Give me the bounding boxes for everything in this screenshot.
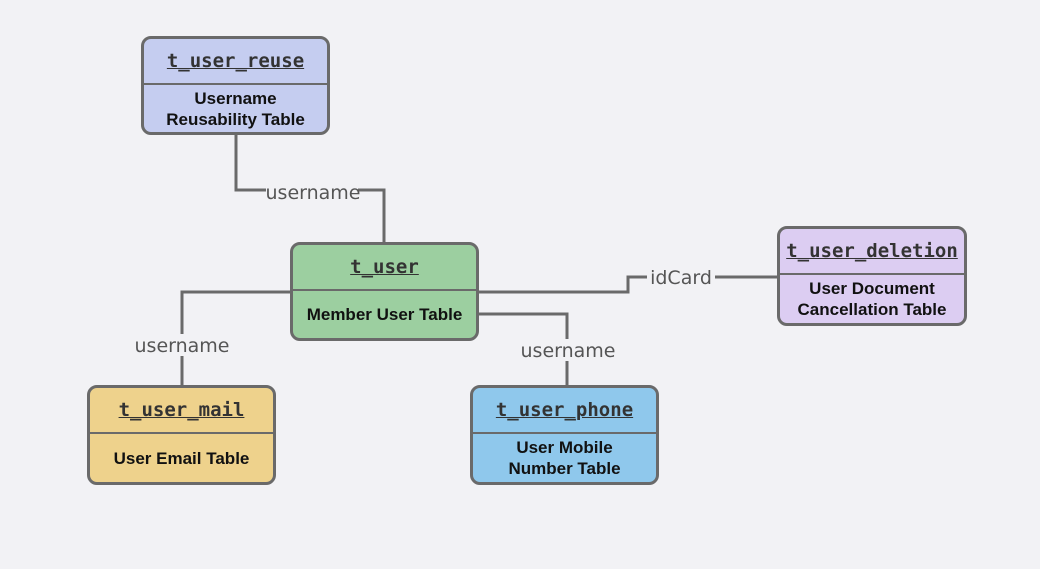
- node-description: Username Reusability Table: [166, 88, 305, 129]
- edge-label-deletion: idCard: [650, 267, 712, 289]
- node-description: User Document Cancellation Table: [797, 279, 947, 319]
- edge-user-deletion: [478, 275, 778, 294]
- node-title: t_user_deletion: [780, 229, 964, 275]
- edge-user-phone: [478, 312, 569, 386]
- node-title: t_user_reuse: [144, 39, 327, 85]
- node-title: t_user: [293, 245, 476, 291]
- node-description: Member User Table: [306, 305, 463, 324]
- table-node-t-user-phone[interactable]: t_user_phone User Mobile Number Table: [470, 385, 659, 485]
- table-node-t-user[interactable]: t_user Member User Table: [290, 242, 479, 341]
- node-description: User Mobile Number Table: [508, 438, 621, 478]
- table-node-t-user-reuse[interactable]: t_user_reuse Username Reusability Table: [141, 36, 330, 135]
- edge-label-mail: username: [135, 335, 230, 357]
- edge-label-phone: username: [521, 340, 616, 362]
- node-title: t_user_mail: [90, 388, 273, 434]
- table-node-t-user-deletion[interactable]: t_user_deletion User Document Cancellati…: [777, 226, 967, 326]
- node-title: t_user_phone: [473, 388, 656, 434]
- node-description: User Email Table: [113, 448, 250, 468]
- table-node-t-user-mail[interactable]: t_user_mail User Email Table: [87, 385, 276, 485]
- edge-label-reuse: username: [266, 182, 361, 204]
